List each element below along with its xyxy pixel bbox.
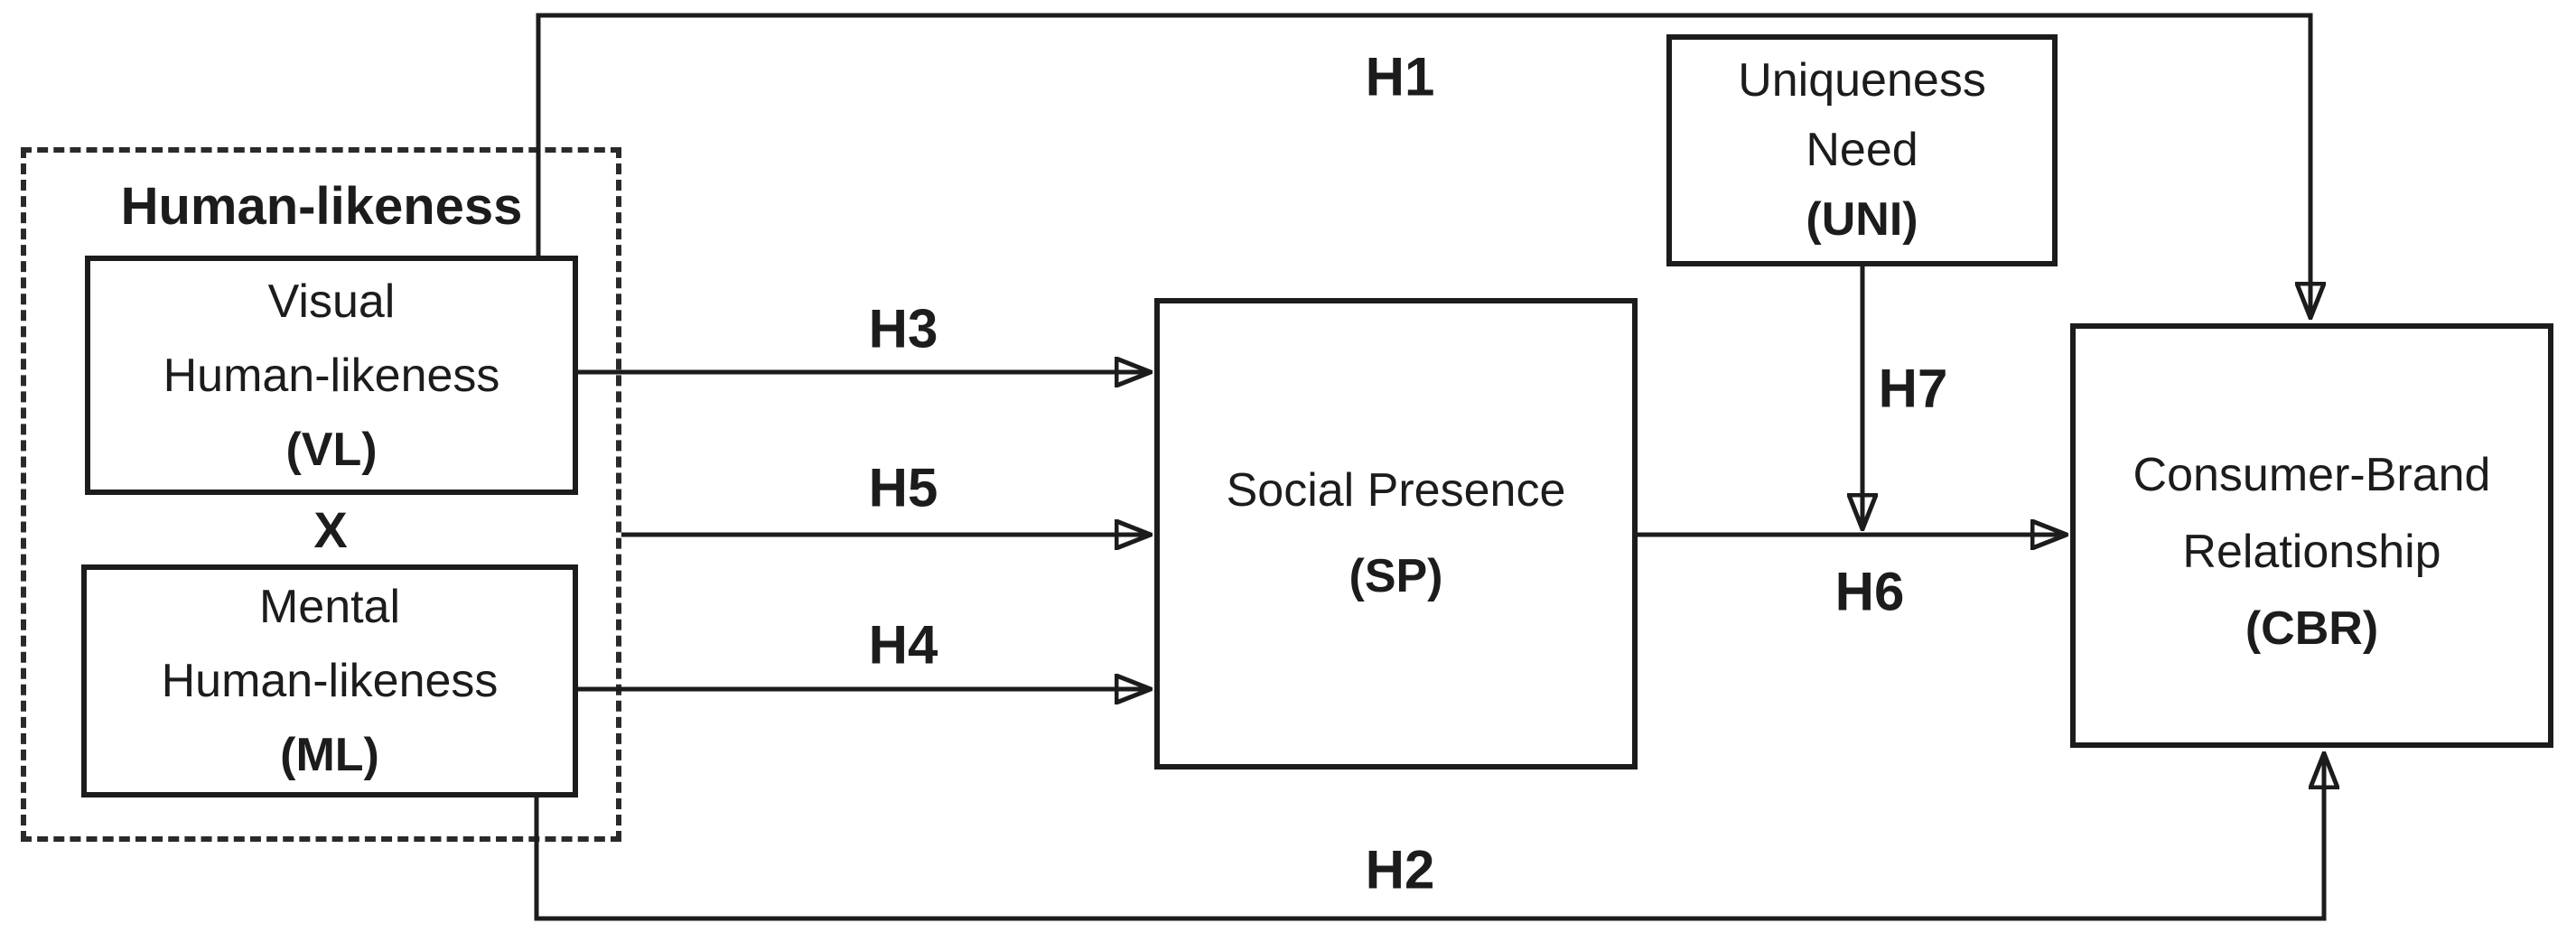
uniqueness-need-box: Uniqueness Need (UNI): [1666, 34, 2058, 266]
social-presence-box: Social Presence (SP): [1154, 298, 1638, 769]
h2-label: H2: [1365, 839, 1435, 900]
cbr-label-line1: Consumer-Brand: [2133, 448, 2491, 501]
ml-label-line1: Mental: [258, 581, 401, 633]
interaction-x-symbol: X: [313, 501, 348, 558]
ml-label-line2: Human-likeness: [161, 655, 499, 707]
h3-label: H3: [868, 298, 938, 359]
mental-human-likeness-box: Mental Human-likeness (ML): [81, 564, 578, 797]
uni-abbr: (UNI): [1806, 193, 1918, 246]
h7-label: H7: [1878, 358, 1948, 419]
cbr-label-line2: Relationship: [2182, 525, 2441, 578]
human-likeness-group-title: Human-likeness: [120, 177, 523, 236]
vl-abbr: (VL): [285, 423, 378, 476]
sp-abbr: (SP): [1349, 550, 1443, 602]
ml-abbr: (ML): [280, 729, 379, 781]
h4-label: H4: [868, 614, 938, 676]
consumer-brand-relationship-box: Consumer-Brand Relationship (CBR): [2070, 323, 2553, 748]
human-likeness-group-box: [21, 147, 621, 842]
vl-label-line2: Human-likeness: [163, 349, 500, 402]
sp-label-line1: Social Presence: [1226, 464, 1566, 517]
uni-label-line1: Uniqueness: [1738, 54, 1986, 107]
h5-label: H5: [868, 457, 938, 518]
uni-label-line2: Need: [1806, 124, 1918, 176]
vl-label-line1: Visual: [267, 275, 396, 328]
h1-label: H1: [1365, 46, 1435, 107]
h6-label: H6: [1834, 561, 1905, 622]
visual-human-likeness-box: Visual Human-likeness (VL): [85, 256, 578, 495]
cbr-abbr: (CBR): [2245, 602, 2379, 655]
